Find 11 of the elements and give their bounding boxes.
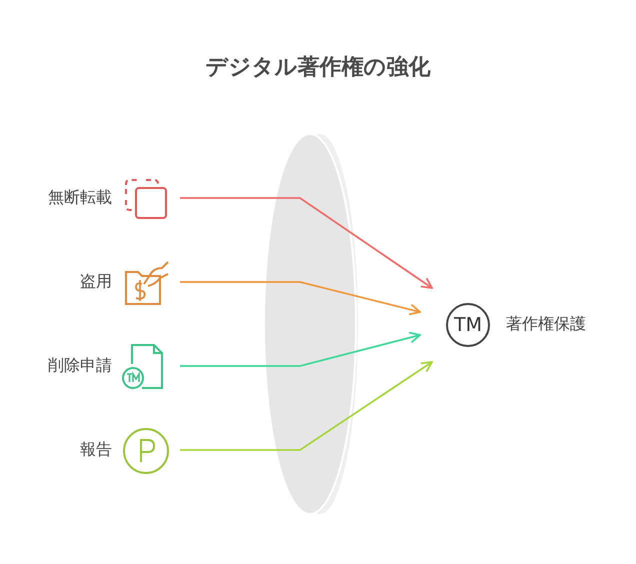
title: デジタル著作権の強化	[204, 54, 432, 82]
node-label: 削除申請	[48, 356, 112, 376]
arrow	[180, 281, 421, 316]
arrow	[180, 197, 433, 289]
node-label: 盗用	[80, 272, 112, 292]
node-caption: 著作権保護	[506, 314, 586, 335]
node-label: 無断転載	[48, 188, 112, 208]
arrow	[180, 361, 433, 451]
node-label: 報告	[80, 440, 112, 460]
tm-circle: TM	[446, 303, 490, 347]
arrow	[180, 332, 421, 367]
